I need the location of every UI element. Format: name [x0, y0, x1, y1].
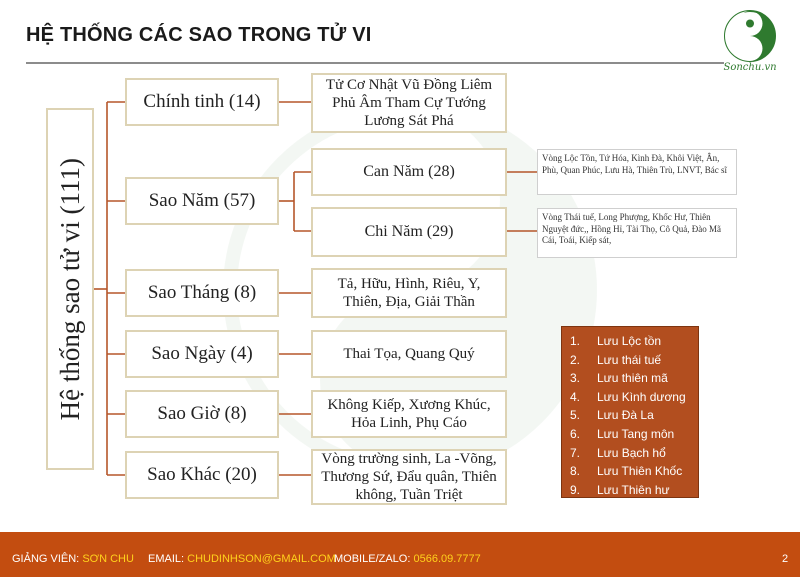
list-item: 5.Lưu Đà La	[570, 408, 654, 423]
logo-text: Sonchu.vn	[723, 62, 777, 73]
detail-chinh-tinh: Tử Cơ Nhật Vũ Đồng Liêm Phủ Âm Tham Cự T…	[311, 73, 507, 133]
list-item: 7.Lưu Bạch hổ	[570, 445, 666, 460]
list-item: 9.Lưu Thiên hư	[570, 482, 670, 497]
detail-chi-nam: Vòng Thái tuế, Long Phượng, Khốc Hư, Thi…	[537, 208, 737, 258]
detail-sao-ngay: Thai Tọa, Quang Quý	[311, 330, 507, 378]
detail-sao-gio: Không Kiếp, Xương Khúc, Hỏa Linh, Phụ Cá…	[311, 390, 507, 438]
detail-sao-khac: Vòng trường sinh, La -Võng, Thương Sứ, Đ…	[311, 449, 507, 505]
page-number: 2	[782, 553, 789, 565]
sonchu-logo: Sonchu.vn	[722, 8, 778, 73]
list-item: 1.Lưu Lộc tồn	[570, 334, 662, 348]
sub-can-nam: Can Năm (28)	[311, 148, 507, 196]
category-sao-thang: Sao Tháng (8)	[125, 269, 279, 317]
category-sao-khac: Sao Khác (20)	[125, 451, 279, 499]
category-sao-nam: Sao Năm (57)	[125, 177, 279, 225]
luu-stars-list: 1.Lưu Lộc tồn 2.Lưu thái tuế 3.Lưu thiên…	[561, 326, 699, 498]
category-chinh-tinh: Chính tinh (14)	[125, 78, 279, 126]
list-item: 2.Lưu thái tuế	[570, 352, 662, 367]
detail-can-nam: Vòng Lộc Tồn, Tứ Hóa, Kình Đà, Khôi Việt…	[537, 149, 737, 195]
title-divider	[26, 62, 724, 64]
category-sao-ngay: Sao Ngày (4)	[125, 330, 279, 378]
root-label: Hệ thống sao tử vi (111)	[54, 157, 85, 421]
detail-sao-thang: Tả, Hữu, Hình, Riêu, Y, Thiên, Địa, Giải…	[311, 268, 507, 318]
list-item: 4.Lưu Kình dương	[570, 389, 686, 404]
footer-lecturer: GIẢNG VIÊN: SƠN CHU	[12, 553, 134, 565]
footer-email: EMAIL: CHUDINHSON@GMAIL.COM	[148, 553, 336, 565]
root-box: Hệ thống sao tử vi (111)	[46, 108, 94, 470]
footer-phone: MOBILE/ZALO: 0566.09.7777	[334, 553, 481, 565]
sub-chi-nam: Chi Năm (29)	[311, 207, 507, 257]
page-title: HỆ THỐNG CÁC SAO TRONG TỬ VI	[26, 24, 372, 46]
list-item: 6.Lưu Tang môn	[570, 426, 675, 441]
list-item: 8.Lưu Thiên Khốc	[570, 464, 683, 479]
yin-yang-leaf-icon	[724, 10, 776, 62]
list-item: 3.Lưu thiên mã	[570, 371, 668, 386]
category-sao-gio: Sao Giờ (8)	[125, 390, 279, 438]
footer-bar: GIẢNG VIÊN: SƠN CHU EMAIL: CHUDINHSON@GM…	[0, 532, 800, 577]
